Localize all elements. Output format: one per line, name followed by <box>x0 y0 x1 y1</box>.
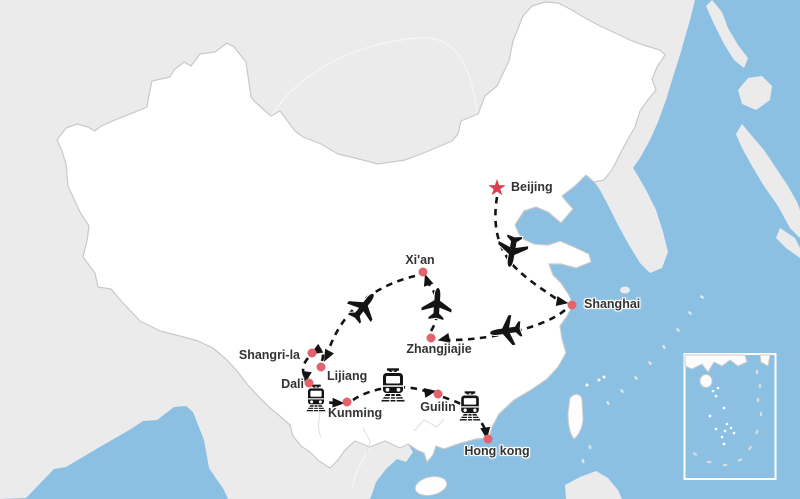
mongolia-border <box>270 37 478 117</box>
city-dot-guilin <box>433 389 443 399</box>
province-border <box>362 427 371 454</box>
city-dot-lijiang <box>316 362 326 372</box>
arrowhead-zhangjiajie <box>437 332 451 343</box>
route-shangrila-dali <box>301 357 310 378</box>
inset-border <box>683 353 777 480</box>
arrowhead-kunming <box>332 397 345 408</box>
china-landmass <box>56 1 666 469</box>
plane-icon <box>420 287 453 322</box>
hainan-island <box>414 476 448 496</box>
city-dot-shanghai <box>567 300 577 310</box>
city-dot-xian <box>418 267 428 277</box>
inset-philippine-specks <box>692 369 763 467</box>
plane-icon <box>497 233 530 268</box>
train-icon <box>379 368 407 403</box>
inset-taiwan-tip <box>759 354 771 367</box>
jeju-island <box>620 286 630 294</box>
city-dot-hongkong <box>483 434 493 444</box>
inset-coastline <box>684 354 748 373</box>
inset-hainan <box>699 374 713 388</box>
arrowhead-guilin <box>423 388 437 398</box>
transport-icons <box>304 233 530 422</box>
plane-icon <box>345 292 375 326</box>
train-icon <box>457 391 483 422</box>
honshu-island <box>736 124 800 238</box>
plane-icon <box>489 313 524 347</box>
shikoku-island <box>776 228 800 258</box>
arrowhead-lijiang <box>323 348 334 362</box>
route-xian-lijiang <box>326 274 416 353</box>
train-icon <box>304 384 328 413</box>
taiwan-island <box>567 393 584 440</box>
route-beijing-shanghai <box>494 196 559 302</box>
hokkaido-island <box>738 76 772 110</box>
offshore-islets <box>585 375 606 387</box>
city-dot-zhangjiajie <box>426 333 436 343</box>
south-china-sea-inset <box>683 353 777 480</box>
ryukyu-islands <box>581 295 704 464</box>
arrowhead-shanghai <box>555 296 569 306</box>
city-dot-kunming <box>342 397 352 407</box>
inset-island-dots <box>708 386 736 446</box>
city-dot-dali <box>304 378 314 388</box>
city-dot-shangrila <box>307 348 317 358</box>
arrowhead-xian <box>423 273 434 287</box>
city-markers <box>304 179 577 444</box>
sakhalin-island <box>706 0 748 68</box>
luzon-island <box>565 471 622 499</box>
route-arrowheads <box>301 273 569 440</box>
arrowhead-dali <box>301 370 312 384</box>
beijing-star-icon <box>488 179 506 196</box>
province-border <box>413 418 445 432</box>
